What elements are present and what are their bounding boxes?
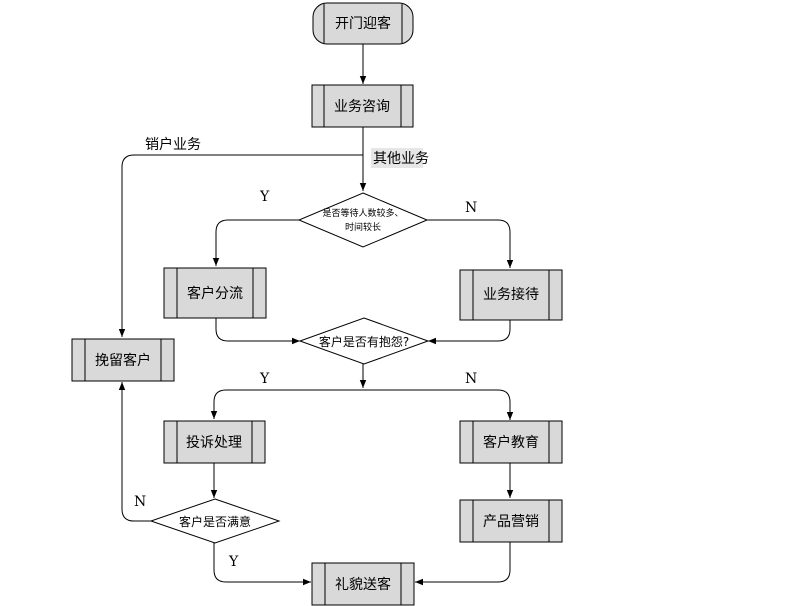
label-other-business: 其他业务 xyxy=(373,151,429,167)
connector-satisfied-no xyxy=(118,382,152,522)
node-divert: 客户分流 xyxy=(163,267,267,319)
node-divert-label: 客户分流 xyxy=(187,285,243,302)
connector-complaint-yes xyxy=(210,389,363,419)
node-marketing: 产品营销 xyxy=(459,499,563,543)
label-yes-1: Y xyxy=(259,189,270,205)
decision-wait-line2: 时间较长 xyxy=(345,221,381,233)
label-other-business-bg xyxy=(371,148,423,168)
node-farewell-label: 礼貌送客 xyxy=(335,576,391,593)
label-no-1: N xyxy=(465,200,477,216)
node-retain: 挽留客户 xyxy=(71,338,175,382)
connector-satisfied-yes xyxy=(213,543,311,586)
decision-satisfied-label: 客户是否满意 xyxy=(179,514,251,529)
node-marketing-label: 产品营销 xyxy=(483,514,539,530)
connector-decision-no xyxy=(427,219,514,268)
connector-marketing-to-farewell xyxy=(415,542,511,586)
connectors xyxy=(118,44,514,586)
connector-complaint-no xyxy=(363,389,514,420)
label-yes-2: Y xyxy=(259,371,270,387)
node-educate-label: 客户教育 xyxy=(483,434,539,451)
node-handle-complaint-label: 投诉处理 xyxy=(186,435,242,451)
node-retain-label: 挽留客户 xyxy=(95,352,151,369)
connector-cancel-to-retain xyxy=(118,154,363,337)
node-consult: 业务咨询 xyxy=(311,84,414,128)
node-consult-label: 业务咨询 xyxy=(334,99,390,115)
connector-divert-to-complaint xyxy=(215,318,300,345)
node-start: 开门迎客 xyxy=(312,2,414,45)
label-yes-3: Y xyxy=(228,554,239,570)
label-cancel-business: 销户业务 xyxy=(145,136,201,153)
node-farewell: 礼貌送客 xyxy=(311,562,415,606)
node-educate: 客户教育 xyxy=(459,420,563,464)
node-reception: 业务接待 xyxy=(459,269,563,321)
connector-reception-to-complaint xyxy=(428,320,511,345)
decision-satisfied: 客户是否满意 xyxy=(149,498,281,544)
node-start-label: 开门迎客 xyxy=(335,15,391,32)
edge-labels: 销户业务 其他业务 Y N Y N N Y xyxy=(134,136,477,570)
node-reception-label: 业务接待 xyxy=(483,286,539,303)
node-handle-complaint: 投诉处理 xyxy=(163,420,266,464)
decision-wait-line1: 是否等待人数较多、 xyxy=(322,207,403,219)
label-no-3: N xyxy=(134,494,146,510)
connector-decision-yes xyxy=(212,219,299,266)
decision-complaint-label: 客户是否有抱怨? xyxy=(319,334,409,349)
label-no-2: N xyxy=(465,371,477,387)
decision-wait: 是否等待人数较多、 时间较长 xyxy=(297,192,429,248)
decision-complaint: 客户是否有抱怨? xyxy=(298,317,430,365)
